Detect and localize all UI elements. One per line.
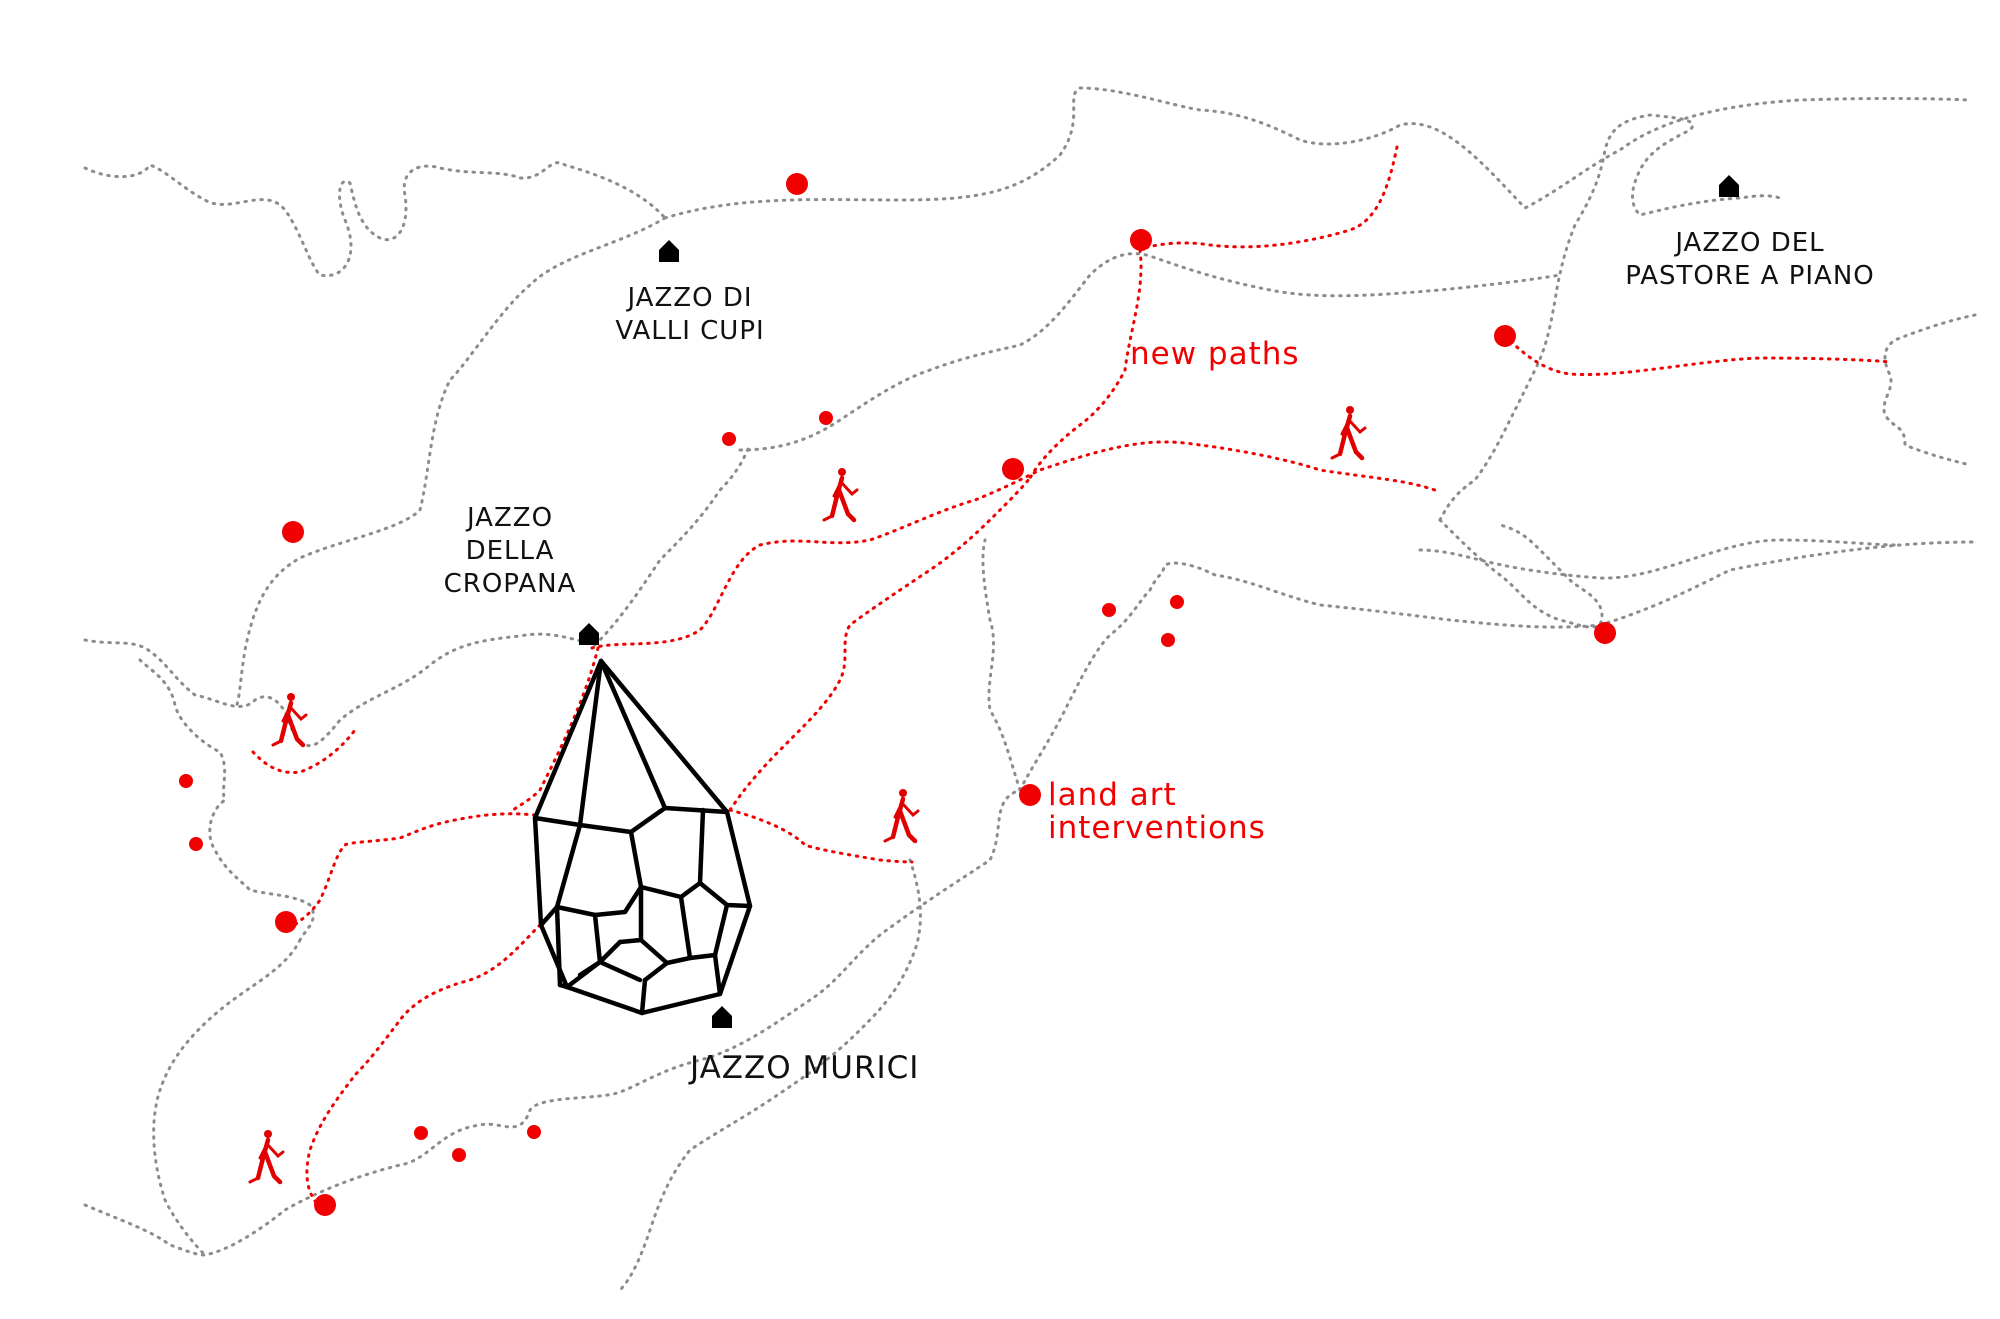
place-label-murici: JAZZO MURICI xyxy=(690,1050,920,1086)
intervention-dot xyxy=(1019,784,1041,806)
new-path-north xyxy=(1138,145,1399,252)
legend-new-paths: new paths xyxy=(1130,336,1300,372)
intervention-dot xyxy=(282,521,304,543)
crystal-icon xyxy=(532,658,753,1016)
intervention-dot xyxy=(819,411,833,425)
trail-land-art xyxy=(1018,588,1152,792)
new-paths xyxy=(251,145,1892,1207)
new-path-west-walker xyxy=(251,728,357,775)
intervention-dot xyxy=(314,1194,336,1216)
intervention-dot xyxy=(414,1126,428,1140)
intervention-dot xyxy=(1102,603,1116,617)
trail-far-east xyxy=(1882,313,1977,467)
trail-south-arc xyxy=(152,938,302,1257)
trail-west-loop xyxy=(83,632,597,748)
trail-cropana-north xyxy=(593,443,752,647)
intervention-dot xyxy=(452,1148,466,1162)
trail-valli-cupi-west xyxy=(233,216,667,712)
new-path-central xyxy=(590,440,1442,650)
intervention-dot xyxy=(189,837,203,851)
place-label-pastore: JAZZO DEL PASTORE A PIANO xyxy=(1625,228,1875,291)
new-path-east xyxy=(1503,334,1892,377)
place-label-valli-cupi: JAZZO DI VALLI CUPI xyxy=(615,283,765,346)
intervention-dot xyxy=(786,173,808,195)
walker-icon xyxy=(824,468,857,520)
huts xyxy=(579,175,1739,1028)
intervention-dot xyxy=(1494,325,1516,347)
new-path-crystal-north xyxy=(508,646,600,814)
new-path-crystal-east xyxy=(728,476,1032,812)
trail-murici-south xyxy=(618,858,922,1292)
trail-mid-east xyxy=(1418,538,1902,580)
intervention-dot xyxy=(1594,622,1616,644)
hut-icon xyxy=(579,623,599,645)
trail-land-art-north xyxy=(981,538,1022,792)
trail-valli-cupi-east xyxy=(663,86,1972,220)
existing-trails xyxy=(83,86,1977,1292)
intervention-dot xyxy=(1170,595,1184,609)
hut-icon xyxy=(712,1006,732,1028)
intervention-dot xyxy=(1130,229,1152,251)
intervention-dot xyxy=(722,432,736,446)
trail-west-lower xyxy=(138,658,315,942)
walker-icon xyxy=(250,1130,283,1182)
hut-icon xyxy=(1719,175,1739,197)
legend-land-art: land art interventions xyxy=(1048,777,1266,846)
intervention-dot xyxy=(527,1125,541,1139)
trail-middle xyxy=(738,252,1562,452)
trail-east-loop xyxy=(1438,518,1604,629)
intervention-dot xyxy=(1002,458,1024,480)
new-path-crystal-south-east xyxy=(728,808,914,864)
walker-icon xyxy=(1332,406,1365,458)
walker-icon xyxy=(885,789,918,841)
hut-icon xyxy=(659,240,679,262)
intervention-dots xyxy=(179,173,1616,1216)
intervention-dot xyxy=(275,911,297,933)
new-path-crystal-west xyxy=(293,812,537,927)
trail-north-ridge xyxy=(83,161,667,278)
trail-east-valley xyxy=(1148,540,1977,629)
place-label-cropana: JAZZO DELLA CROPANA xyxy=(443,503,577,599)
intervention-dot xyxy=(1161,633,1175,647)
new-path-new-paths xyxy=(1028,248,1143,480)
intervention-dot xyxy=(179,774,193,788)
trail-south-ridge xyxy=(83,788,1022,1257)
new-path-south-west xyxy=(305,923,542,1207)
